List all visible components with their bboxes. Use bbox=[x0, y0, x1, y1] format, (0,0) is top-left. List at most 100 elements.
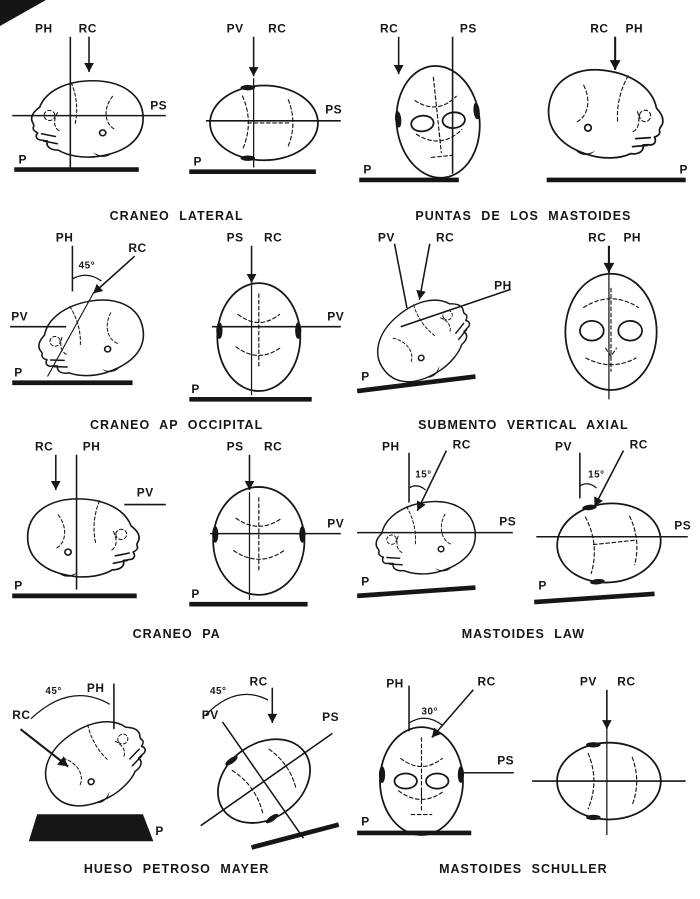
ref-label: PS bbox=[325, 103, 342, 117]
reference-line bbox=[200, 732, 334, 827]
reference-line bbox=[47, 293, 94, 377]
reference-line bbox=[393, 243, 408, 309]
reference-line bbox=[418, 243, 431, 300]
ref-label: P bbox=[18, 152, 26, 166]
skull-drawing bbox=[547, 69, 664, 159]
ref-label: P bbox=[192, 382, 200, 396]
scan-corner-artifact bbox=[0, 0, 46, 26]
arrowhead bbox=[267, 713, 278, 723]
arrowhead bbox=[431, 727, 442, 738]
ref-label: PS bbox=[150, 98, 167, 112]
ref-label: PS bbox=[499, 514, 516, 528]
ref-label: RC bbox=[477, 675, 495, 689]
ref-label: PH bbox=[83, 440, 101, 454]
ref-label: P bbox=[361, 575, 369, 589]
diagram-caption: MASTOIDES SCHULLER bbox=[439, 862, 608, 876]
ref-label: P bbox=[538, 579, 546, 593]
arrowhead bbox=[603, 262, 615, 273]
ref-label: RC bbox=[436, 231, 454, 245]
ref-label: P bbox=[192, 587, 200, 601]
angle-arc bbox=[408, 485, 426, 491]
ref-label: PH bbox=[87, 681, 105, 695]
diagram-caption: HUESO PETROSO MAYER bbox=[83, 862, 270, 876]
film-cassette bbox=[28, 814, 154, 842]
ref-label: PH bbox=[623, 231, 641, 245]
arrowhead bbox=[246, 274, 257, 284]
skull-drawing bbox=[376, 299, 470, 383]
ref-label: PV bbox=[555, 440, 572, 454]
ref-label: PV bbox=[202, 708, 219, 722]
skull-drawing bbox=[375, 500, 476, 575]
skull-drawing bbox=[378, 726, 464, 836]
ref-label: 45° bbox=[79, 261, 95, 272]
ref-label: PH bbox=[494, 278, 512, 292]
diagram-caption: SUBMENTO VERTICAL AXIAL bbox=[418, 418, 629, 432]
arrowhead bbox=[416, 500, 426, 511]
ref-label: RC bbox=[588, 231, 606, 245]
ref-label: 30° bbox=[421, 707, 437, 718]
skull-drawing bbox=[556, 502, 662, 585]
film-baseline bbox=[356, 585, 476, 599]
reference-line bbox=[222, 721, 305, 839]
ref-label: PS bbox=[322, 710, 339, 724]
ref-label: PV bbox=[328, 516, 345, 530]
arrowhead bbox=[393, 65, 404, 75]
ref-label: RC bbox=[12, 708, 30, 722]
ref-label: PV bbox=[227, 22, 244, 36]
ref-label: PV bbox=[11, 309, 28, 323]
angle-arc bbox=[30, 695, 111, 720]
diagram-caption: CRANEO AP OCCIPITAL bbox=[90, 418, 264, 432]
ref-label: PS bbox=[227, 440, 244, 454]
ref-label: P bbox=[155, 824, 163, 838]
film-baseline bbox=[251, 822, 340, 850]
film-baseline bbox=[356, 374, 476, 394]
ref-label: 45° bbox=[210, 686, 226, 697]
ref-label: RC bbox=[35, 440, 53, 454]
arrowhead bbox=[57, 756, 69, 767]
arrowhead bbox=[602, 720, 612, 730]
skull-drawing bbox=[212, 486, 306, 596]
arrowhead bbox=[416, 289, 426, 300]
skull-drawing bbox=[209, 84, 320, 162]
skull-drawing bbox=[30, 79, 144, 158]
arrowhead bbox=[84, 62, 94, 73]
angle-arc bbox=[205, 693, 269, 716]
arrowhead bbox=[244, 480, 255, 491]
ref-label: P bbox=[679, 163, 687, 177]
ref-label: PV bbox=[328, 309, 345, 323]
skull-drawing bbox=[26, 498, 140, 578]
ref-label: PV bbox=[137, 485, 154, 499]
ref-label: RC bbox=[79, 22, 97, 36]
arrowhead bbox=[594, 496, 603, 507]
ref-label: P bbox=[361, 815, 369, 829]
skull-drawing bbox=[44, 721, 146, 807]
reference-line bbox=[92, 255, 136, 295]
ref-label: 45° bbox=[45, 686, 61, 697]
reference-line bbox=[416, 450, 447, 512]
